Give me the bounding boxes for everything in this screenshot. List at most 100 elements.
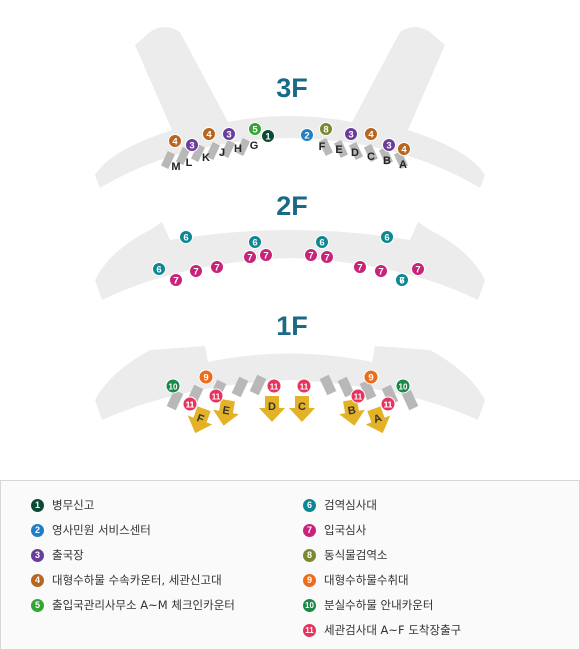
svg-text:8: 8 (323, 125, 328, 136)
facility-marker-6: 6 (315, 235, 329, 249)
facility-marker-7: 7 (304, 248, 318, 262)
facility-marker-6: 6 (380, 230, 394, 244)
facility-marker-11: 11 (266, 378, 282, 394)
svg-text:7: 7 (357, 263, 362, 274)
svg-text:7: 7 (415, 265, 420, 276)
exit-arrow: A (365, 406, 391, 434)
exit-letter: B (347, 404, 357, 417)
legend-number-badge: 1 (31, 498, 44, 512)
legend-item-2: 2 영사민원 서비스센터 (31, 521, 151, 539)
baggage-belt (231, 376, 249, 398)
legend-label: 세관검사대 A~F 도착장출구 (324, 623, 462, 637)
gate-letter: F (319, 141, 326, 153)
facility-marker-3: 3 (185, 138, 199, 152)
facility-marker-6: 6 (152, 262, 166, 276)
facility-marker-1: 1 (261, 129, 275, 143)
gate-letter: D (351, 147, 359, 159)
counter-bar (205, 142, 221, 160)
counter-bar (235, 138, 251, 156)
svg-text:7: 7 (247, 253, 252, 264)
facility-marker-11: 11 (186, 401, 195, 410)
legend-label: 영사민원 서비스센터 (52, 523, 151, 537)
svg-text:4: 4 (206, 130, 212, 141)
svg-text:11: 11 (186, 401, 195, 410)
legend-number-badge: 10 (303, 598, 316, 612)
legend-label: 출입국관리사무소 A~M 체크인카운터 (52, 598, 235, 612)
svg-text:7: 7 (399, 276, 404, 287)
svg-text:10: 10 (399, 383, 408, 392)
facility-marker-3: 3 (382, 138, 396, 152)
legend-number-badge: 4 (31, 573, 44, 587)
legend-label: 검역심사대 (324, 498, 377, 512)
facility-marker-10: 10 (165, 378, 181, 394)
exit-letter: E (222, 404, 231, 417)
svg-text:6: 6 (183, 233, 188, 244)
svg-text:4: 4 (368, 130, 374, 141)
facility-marker-7: 7 (320, 250, 334, 264)
legend-number-badge: 8 (303, 548, 316, 562)
exit-letter: A (372, 412, 384, 426)
counter-bar (160, 151, 176, 169)
legend-number-badge: 9 (303, 573, 316, 587)
facility-marker-11: 11 (384, 401, 393, 410)
facility-marker-7: 7 (353, 260, 367, 274)
facility-marker-2: 2 (300, 128, 314, 142)
counter-bar (220, 140, 236, 158)
gate-letter: J (219, 147, 225, 159)
svg-text:3: 3 (226, 130, 231, 141)
svg-text:7: 7 (324, 253, 329, 264)
exit-letter: F (195, 412, 206, 426)
facility-marker-4: 4 (168, 134, 182, 148)
floor-label-1f: 1F (276, 311, 308, 341)
counter-bar (190, 144, 206, 162)
svg-text:5: 5 (252, 125, 258, 136)
facility-marker-4: 4 (364, 127, 378, 141)
svg-text:6: 6 (319, 238, 324, 249)
counter-bar (378, 147, 394, 165)
svg-text:6: 6 (252, 238, 257, 249)
counter-bar (175, 147, 191, 165)
svg-text:7: 7 (173, 276, 178, 287)
facility-marker-11: 11 (350, 388, 366, 404)
svg-text:9: 9 (203, 373, 208, 384)
facility-marker-3: 3 (222, 127, 236, 141)
facility-marker-7: 7 (259, 248, 273, 262)
legend-label: 입국심사 (324, 523, 367, 537)
facility-marker-3: 3 (344, 127, 358, 141)
gate-letter: M (171, 161, 180, 173)
facility-marker-7: 7 (210, 260, 224, 274)
gate-letter: K (202, 152, 210, 164)
exit-arrow: F (187, 406, 213, 434)
svg-text:7: 7 (214, 263, 219, 274)
facility-marker-7: 7 (411, 262, 425, 276)
facility-marker-9: 9 (363, 369, 379, 385)
svg-text:7: 7 (378, 267, 383, 278)
exit-letter: C (298, 401, 306, 413)
svg-text:7: 7 (173, 276, 178, 287)
gate-letter: L (186, 157, 193, 169)
svg-text:11: 11 (384, 401, 393, 410)
facility-marker-7: 7 (243, 250, 257, 264)
legend-number-badge: 2 (31, 523, 44, 537)
counter-bar (333, 140, 349, 158)
facility-marker-10: 10 (395, 378, 411, 394)
exit-arrow: E (213, 398, 239, 426)
svg-text:6: 6 (399, 276, 404, 287)
svg-text:11: 11 (186, 401, 195, 410)
facility-marker-4: 4 (397, 142, 411, 156)
exit-letter: D (268, 401, 276, 413)
counter-bar (363, 144, 379, 162)
exit-arrow: C (289, 396, 315, 422)
floor-shape-1f (95, 346, 485, 420)
facility-marker-7: 7 (399, 276, 404, 287)
